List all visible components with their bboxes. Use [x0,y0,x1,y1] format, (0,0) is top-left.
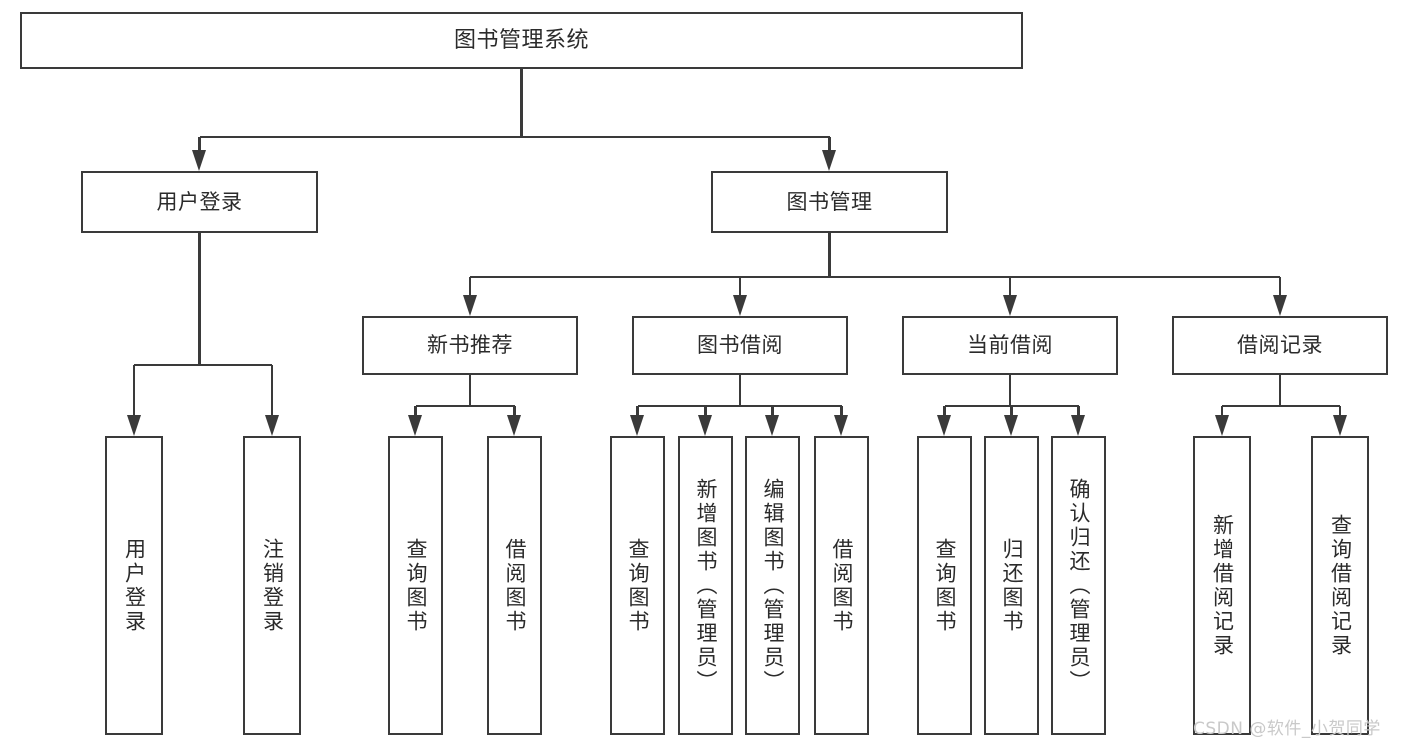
connector-arrowhead [192,150,206,171]
connector-arrowhead [765,415,779,436]
connector-arrowhead [937,415,951,436]
connector-line [470,275,1280,279]
connector-arrowhead [834,415,848,436]
node-label: 归还图书 [1000,537,1024,634]
node-label: 查询图书 [933,537,957,634]
connector-line [414,406,417,415]
connector-line [738,277,742,295]
connector-line [704,406,707,415]
connector-line [468,375,472,406]
connector-line [636,406,639,415]
node-label: 注销登录 [260,537,285,634]
connector-line [1220,406,1224,415]
connector-arrowhead [1214,415,1229,436]
node-label: 图书借阅 [697,333,783,358]
leaf-node-query-books-borrow[interactable]: 查询图书 [610,436,665,735]
connector-arrowhead [507,415,521,436]
connector-line [738,375,742,406]
node-book-borrowing[interactable]: 图书借阅 [632,316,848,375]
leaf-node-lend-books[interactable]: 借阅图书 [814,436,869,735]
connector-line [132,365,136,415]
node-book-management[interactable]: 图书管理 [711,171,948,233]
node-borrowing-record[interactable]: 借阅记录 [1172,316,1388,375]
connector-arrowhead [822,150,836,171]
connector-arrowhead [732,295,747,316]
leaf-node-borrow-books-rec[interactable]: 借阅图书 [487,436,542,735]
leaf-node-add-borrow-record[interactable]: 新增借阅记录 [1193,436,1251,735]
connector-line [828,137,831,150]
node-label: 查询图书 [404,537,428,634]
node-new-book-recommendation[interactable]: 新书推荐 [362,316,578,375]
connector-line [134,363,272,367]
node-label: 新增借阅记录 [1210,513,1235,658]
connector-arrowhead [1332,415,1347,436]
connector-line [1338,406,1342,415]
connector-line [1278,277,1282,295]
node-label: 图书管理 [786,189,873,214]
connector-line [198,137,201,150]
connector-line [1222,404,1340,408]
connector-arrowhead [1002,295,1017,316]
connector-arrowhead [264,415,279,436]
connector-arrowhead [126,415,141,436]
node-label: 借阅记录 [1237,333,1323,358]
connector-line [943,406,946,415]
leaf-node-user-login[interactable]: 用户登录 [105,436,163,735]
connector-arrowhead [1272,295,1287,316]
node-label: 新增图书（管理员） [694,477,718,694]
node-label: 编辑图书（管理员） [761,477,785,694]
node-label: 用户登录 [156,189,243,214]
node-root-book-management-system[interactable]: 图书管理系统 [20,12,1023,69]
connector-arrowhead [462,295,477,316]
connector-line [415,404,515,408]
connector-arrowhead [1004,415,1018,436]
node-label: 当前借阅 [967,333,1053,358]
connector-line [1008,277,1012,295]
leaf-node-edit-book-admin[interactable]: 编辑图书（管理员） [745,436,800,735]
connector-line [513,406,516,415]
leaf-node-add-book-admin[interactable]: 新增图书（管理员） [678,436,733,735]
connector-line [637,404,842,408]
node-label: 用户登录 [122,537,147,634]
node-user-login[interactable]: 用户登录 [81,171,318,233]
node-label: 图书管理系统 [453,27,589,53]
node-current-borrowing[interactable]: 当前借阅 [902,316,1118,375]
leaf-node-query-books-current[interactable]: 查询图书 [917,436,972,735]
leaf-node-query-books-rec[interactable]: 查询图书 [388,436,443,735]
connector-arrowhead [698,415,712,436]
node-label: 借阅图书 [830,537,854,634]
connector-line [1010,406,1013,415]
connector-line [1278,375,1282,406]
connector-line [828,233,831,277]
node-label: 确认归还（管理员） [1067,477,1091,694]
node-label: 借阅图书 [503,537,527,634]
connector-line [840,406,843,415]
connector-line [270,365,274,415]
connector-arrowhead [630,415,644,436]
connector-arrowhead [408,415,422,436]
connector-line [1008,375,1012,406]
connector-line [198,233,201,365]
leaf-node-query-borrow-record[interactable]: 查询借阅记录 [1311,436,1369,735]
connector-line [468,277,472,295]
leaf-node-user-logout[interactable]: 注销登录 [243,436,301,735]
connector-line [199,135,830,139]
node-label: 新书推荐 [427,333,513,358]
leaf-node-confirm-return-admin[interactable]: 确认归还（管理员） [1051,436,1106,735]
connector-line [1077,406,1080,415]
connector-line [771,406,774,415]
node-label: 查询借阅记录 [1328,513,1353,658]
connector-arrowhead [1071,415,1085,436]
node-label: 查询图书 [626,537,650,634]
leaf-node-return-books[interactable]: 归还图书 [984,436,1039,735]
connector-line [520,69,523,137]
